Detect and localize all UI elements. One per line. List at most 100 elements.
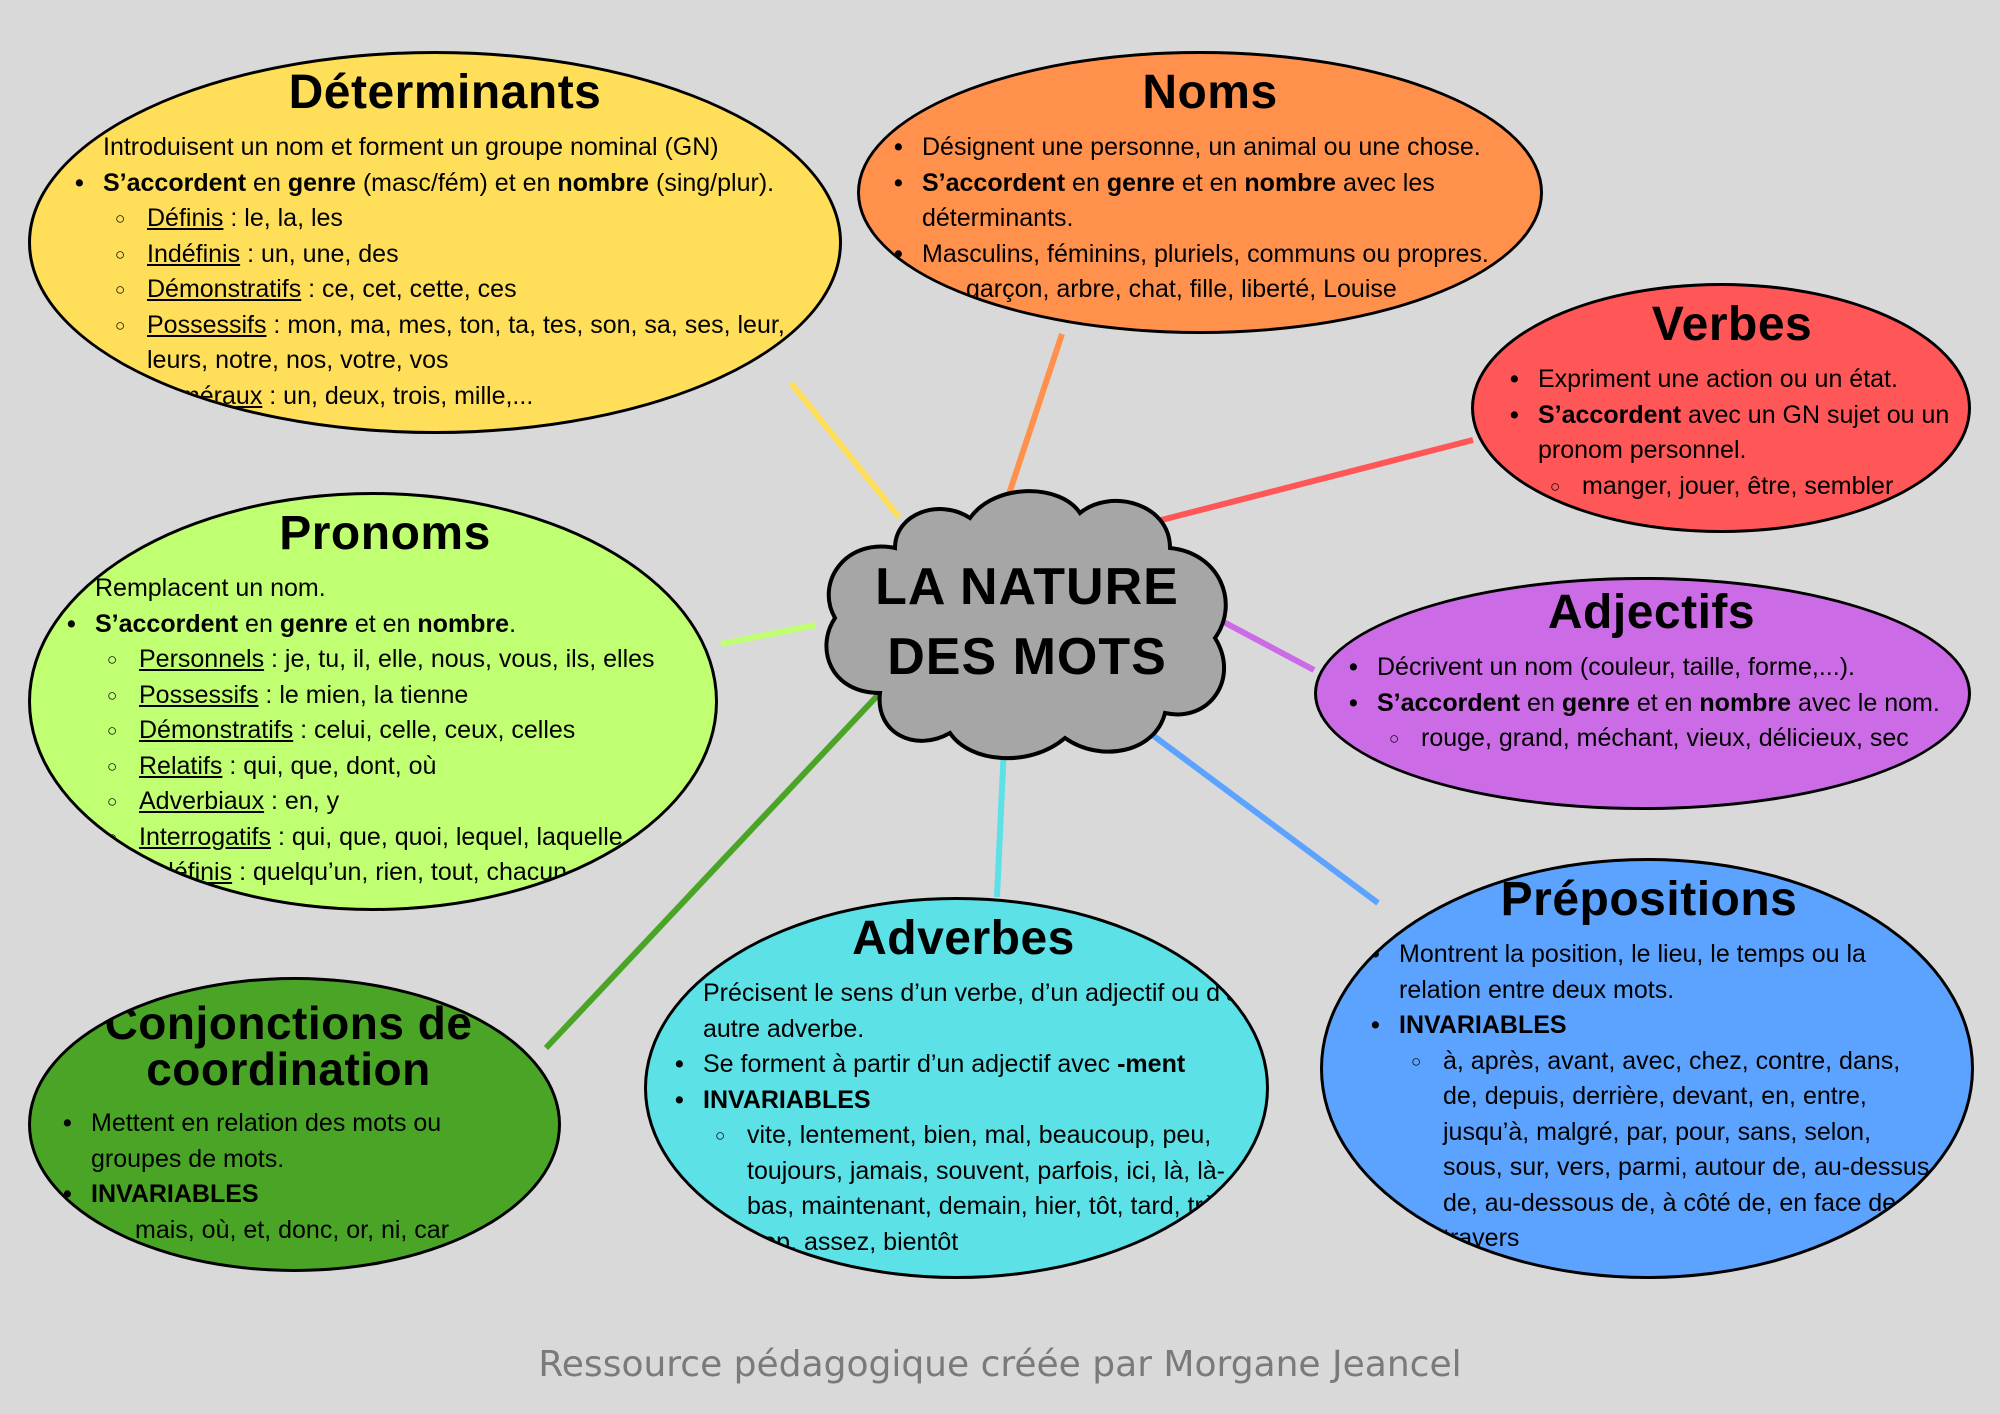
emphasis-text: nombre — [417, 609, 510, 638]
link-conjonctions — [543, 692, 881, 1051]
item-text: . — [509, 609, 517, 638]
footer-credit: Ressource pédagogique créée par Morgane … — [538, 1344, 1462, 1385]
category-label: Personnels — [139, 645, 265, 673]
link-adjectifs — [1216, 616, 1316, 673]
emphasis-text: genre — [1106, 168, 1175, 197]
item-text: Expriment une action ou un état. — [1538, 365, 1898, 393]
link-prepositions — [1137, 722, 1380, 906]
item-text: : qui, que, dont, où — [222, 751, 437, 780]
sub-bullet-item: Interrogatifs : qui, que, quoi, lequel, … — [63, 820, 707, 856]
bullet-item: Précisent le sens d’un verbe, d’un adjec… — [671, 976, 1256, 1047]
sub-bullet-item: garçon, arbre, chat, fille, liberté, Lou… — [890, 272, 1530, 308]
item-text: Décrivent un nom (couleur, taille, forme… — [1377, 653, 1855, 681]
bubble-prepositions: PrépositionsMontrent la position, le lie… — [1320, 858, 1974, 1279]
emphasis-text: genre — [279, 609, 348, 638]
item-text: Précisent le sens d’un verbe, d’un adjec… — [703, 979, 1254, 1043]
item-text: (masc/fém) et en — [355, 168, 558, 197]
item-text: mais, où, et, donc, or, ni, car — [135, 1215, 450, 1244]
sub-bullet-item: Définis : le, la, les — [71, 201, 819, 237]
bubble-adjectifs: AdjectifsDécrivent un nom (couleur, tail… — [1314, 577, 1971, 810]
emphasis-text: INVARIABLES — [91, 1180, 259, 1208]
category-label: Définis — [147, 204, 224, 232]
category-label: Indéfinis — [147, 239, 241, 268]
bubble-noms: NomsDésignent une personne, un animal ou… — [857, 51, 1543, 334]
item-text: à, après, avant, avec, chez, contre, dan… — [1443, 1046, 1930, 1253]
sub-bullet-item: Possessifs : le mien, la tienne — [63, 678, 707, 714]
bubble-title: Prépositions — [1500, 873, 1798, 926]
sub-bullet-item: manger, jouer, être, sembler — [1506, 469, 1958, 505]
emphasis-text: S’accordent — [1538, 400, 1682, 429]
bubble-adverbes: AdverbesPrécisent le sens d’un verbe, d’… — [644, 897, 1269, 1279]
item-text: rouge, grand, méchant, vieux, délicieux,… — [1421, 724, 1909, 752]
emphasis-text: genre — [1561, 688, 1630, 717]
emphasis-text: S’accordent — [1377, 688, 1521, 717]
item-text: en — [246, 168, 288, 197]
bullet-item: Décrivent un nom (couleur, taille, forme… — [1345, 650, 1958, 686]
bullet-item: Désignent une personne, un animal ou une… — [890, 130, 1530, 166]
emphasis-text: S’accordent — [103, 168, 247, 197]
item-text: et en — [347, 609, 418, 638]
bullet-list: Remplacent un nom.S’accordent en genre e… — [63, 571, 707, 891]
item-text: : quelqu’un, rien, tout, chacun — [232, 858, 568, 886]
item-text: Mettent en relation des mots ou groupes … — [91, 1109, 442, 1173]
item-text: Masculins, féminins, pluriels, communs o… — [922, 239, 1489, 268]
bubble-title: Conjonctions de coordination — [104, 997, 473, 1095]
item-text: Introduisent un nom et forment un groupe… — [103, 133, 719, 161]
bullet-item: S’accordent en genre et en nombre avec l… — [1345, 686, 1958, 722]
item-text: en — [238, 609, 280, 638]
bubble-title: Noms — [1142, 66, 1278, 119]
sub-bullet-item: Indéfinis : un, une, des — [71, 237, 819, 273]
bullet-list: Mettent en relation des mots ou groupes … — [59, 1106, 518, 1248]
bullet-list: Introduisent un nom et forment un groupe… — [71, 130, 819, 414]
bubble-determinants: DéterminantsIntroduisent un nom et forme… — [28, 51, 842, 434]
category-label: Indéfinis — [139, 858, 233, 886]
item-text: Montrent la position, le lieu, le temps … — [1399, 940, 1866, 1004]
bullet-item: Montrent la position, le lieu, le temps … — [1367, 937, 1931, 1008]
item-text: et en — [1629, 688, 1700, 717]
category-label: Adverbiaux — [139, 787, 265, 815]
item-text: vite, lentement, bien, mal, beaucoup, pe… — [747, 1121, 1237, 1256]
bullet-item: Se forment à partir d’un adjectif avec -… — [671, 1047, 1256, 1083]
item-text: avec le nom. — [1791, 688, 1940, 717]
bullet-item: S’accordent en genre et en nombre avec l… — [890, 166, 1530, 237]
bubble-conjonctions: Conjonctions de coordinationMettent en r… — [28, 977, 561, 1272]
bubble-title: Adverbes — [852, 912, 1075, 965]
link-noms — [1005, 333, 1065, 498]
emphasis-text: INVARIABLES — [703, 1085, 871, 1114]
emphasis-text: S’accordent — [922, 168, 1066, 197]
category-label: Démonstratifs — [147, 275, 302, 303]
item-text: : ce, cet, cette, ces — [301, 275, 517, 303]
bullet-item: Introduisent un nom et forment un groupe… — [71, 130, 819, 166]
link-adverbes — [994, 745, 1007, 898]
cloud-shape — [824, 489, 1228, 760]
emphasis-text: nombre — [557, 168, 650, 197]
category-label: Interrogatifs — [139, 822, 272, 851]
central-title: LA NATURE DES MOTS — [810, 552, 1244, 692]
sub-bullet-item: mais, où, et, donc, or, ni, car — [59, 1213, 518, 1249]
item-text: (sing/plur). — [649, 168, 775, 197]
category-label: Possessifs — [139, 680, 259, 709]
item-text: : le, la, les — [223, 204, 343, 232]
bullet-list: Montrent la position, le lieu, le temps … — [1367, 937, 1931, 1257]
category-label: Numéraux — [147, 381, 263, 410]
item-text: : en, y — [264, 787, 340, 815]
central-title-line1: LA NATURE — [875, 558, 1179, 616]
bullet-item: Mettent en relation des mots ou groupes … — [59, 1106, 518, 1177]
item-text: manger, jouer, être, sembler — [1582, 471, 1894, 500]
sub-bullet-item: Possessifs : mon, ma, mes, ton, ta, tes,… — [71, 308, 819, 379]
item-text: : je, tu, il, elle, nous, vous, ils, ell… — [264, 645, 655, 673]
emphasis-text: S’accordent — [95, 609, 239, 638]
item-text: Se forment à partir d’un adjectif avec — [703, 1050, 1118, 1078]
item-text: et en — [1174, 168, 1245, 197]
bubble-title: Pronoms — [279, 507, 491, 560]
bubble-title: Verbes — [1651, 298, 1813, 351]
bubble-title: Adjectifs — [1547, 586, 1756, 639]
item-text: : un, deux, trois, mille,... — [262, 381, 534, 410]
sub-bullet-item: vite, lentement, bien, mal, beaucoup, pe… — [671, 1118, 1256, 1260]
bullet-list: Décrivent un nom (couleur, taille, forme… — [1345, 650, 1958, 757]
sub-bullet-item: Relatifs : qui, que, dont, où — [63, 749, 707, 785]
bullet-list: Désignent une personne, un animal ou une… — [890, 130, 1530, 308]
bullet-list: Précisent le sens d’un verbe, d’un adjec… — [671, 976, 1256, 1260]
item-text: avec les déterminants. — [922, 168, 1435, 233]
